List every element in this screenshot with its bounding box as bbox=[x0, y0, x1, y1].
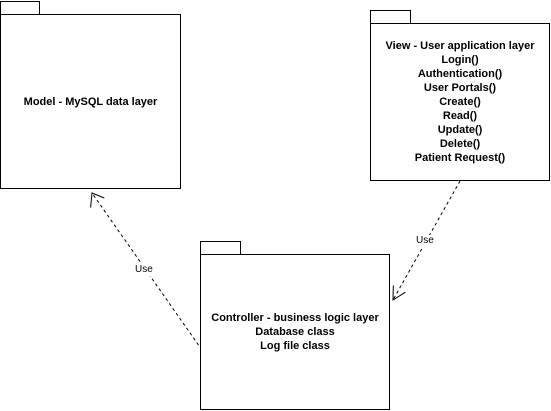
arrowhead-model bbox=[90, 192, 105, 208]
view-operation-update: Update() bbox=[437, 124, 483, 136]
edge-label-use-controller: Use bbox=[415, 235, 435, 247]
view-operation-read: Read() bbox=[442, 110, 478, 122]
controller-package-title: Controller - business logic layer bbox=[211, 312, 379, 324]
controller-class-database: Database class bbox=[255, 326, 335, 338]
controller-class-log-file: Log file class bbox=[260, 340, 330, 352]
view-operation-user-portals: User Portals() bbox=[423, 82, 497, 94]
controller-package-tab bbox=[200, 241, 241, 255]
view-operation-login: Login() bbox=[441, 54, 479, 66]
view-operation-delete: Delete() bbox=[439, 138, 481, 150]
edge-label-use-model: Use bbox=[134, 264, 154, 276]
arrowhead-controller bbox=[392, 285, 406, 301]
controller-package: Controller - business logic layer Databa… bbox=[200, 254, 390, 410]
view-operation-patient-request: Patient Request() bbox=[414, 152, 506, 164]
model-package-tab bbox=[0, 1, 40, 15]
view-operation-create: Create() bbox=[439, 96, 481, 108]
view-package: View - User application layer Login() Au… bbox=[370, 23, 550, 181]
model-package: Model - MySQL data layer bbox=[0, 14, 181, 189]
view-package-tab bbox=[370, 10, 411, 24]
edge-controller-to-model bbox=[91, 192, 203, 351]
view-package-title: View - User application layer bbox=[385, 40, 535, 52]
view-operation-authentication: Authentication() bbox=[417, 68, 503, 80]
model-package-title: Model - MySQL data layer bbox=[23, 95, 158, 108]
